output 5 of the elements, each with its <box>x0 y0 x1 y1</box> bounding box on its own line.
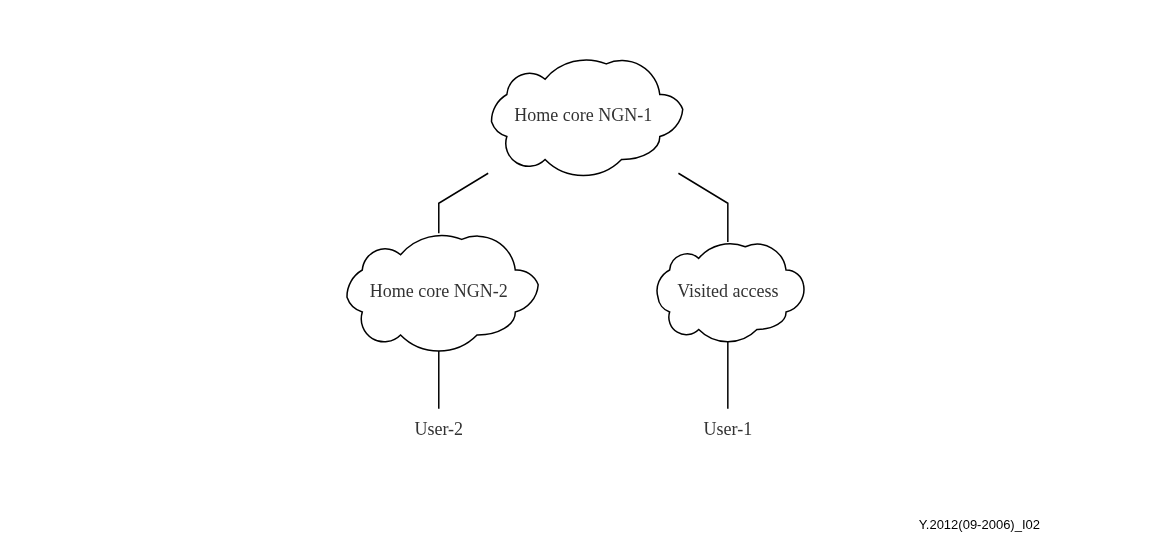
connector <box>437 172 489 234</box>
node-text: User-1 <box>703 418 752 439</box>
node-text: User-2 <box>413 418 463 439</box>
figure-reference: Y.2012(09-2006)_I02 <box>918 517 1040 532</box>
connector <box>677 172 729 243</box>
